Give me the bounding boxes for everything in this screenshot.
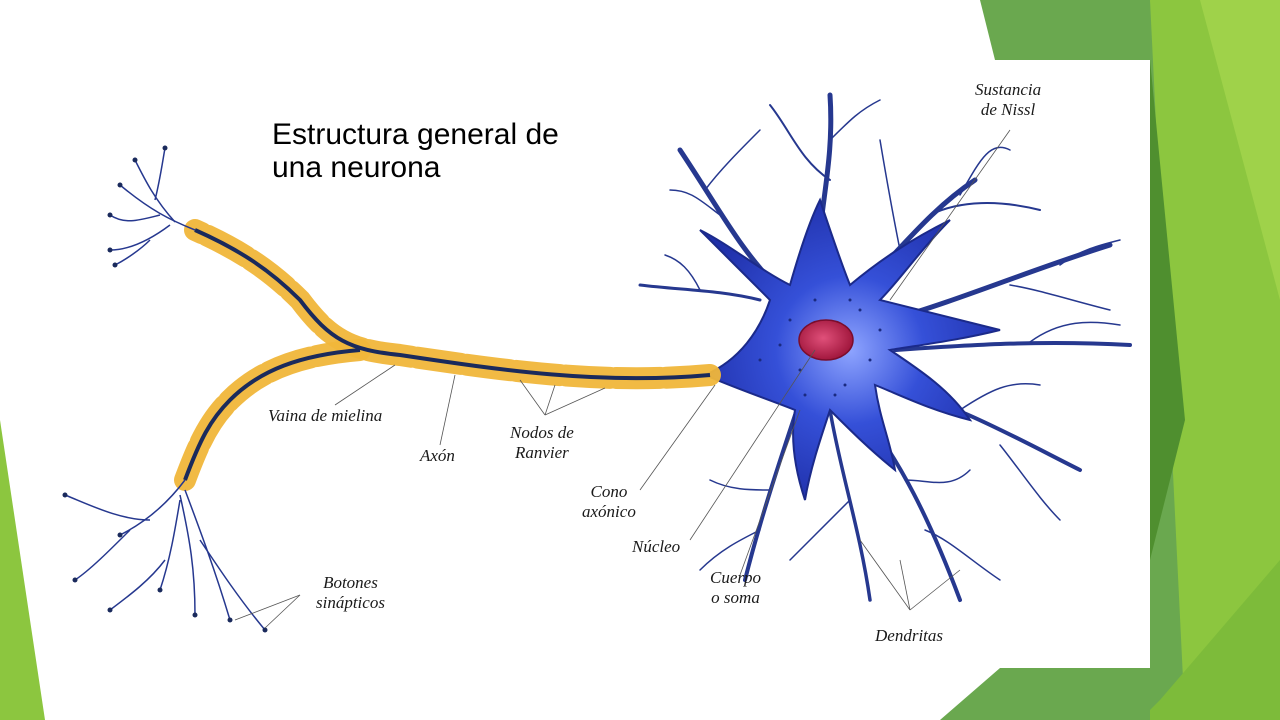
synaptic-buttons xyxy=(62,145,268,633)
label-ranvier-line2: Ranvier xyxy=(514,443,569,462)
image-panel xyxy=(40,60,1150,668)
label-nissl-line2: de Nissl xyxy=(980,100,1036,119)
title-line-1: Estructura general de xyxy=(272,118,559,151)
label-sustancia-nissl: Sustancia de Nissl xyxy=(975,80,1041,120)
label-nodos-ranvier: Nodos de Ranvier xyxy=(510,423,574,463)
label-vaina-mielina: Vaina de mielina xyxy=(268,406,383,425)
nissl-granules xyxy=(758,298,882,397)
label-botones-line1: Botones xyxy=(323,573,378,592)
label-cuerpo-soma: Cuerpo o soma xyxy=(710,568,761,608)
axon-terminals xyxy=(64,147,266,631)
label-sustancia-line1: Sustancia xyxy=(975,80,1042,99)
slide-title: Estructura general de una neurona xyxy=(272,118,632,184)
leader-lines xyxy=(234,129,1011,629)
label-cono-line1: Cono xyxy=(590,482,628,501)
label-nucleo: Núcleo xyxy=(632,537,681,556)
label-dendritas: Dendritas xyxy=(875,626,943,645)
label-axon: Axón xyxy=(420,446,455,465)
label-nodos-line1: Nodos de xyxy=(510,423,574,442)
title-line-2: una neurona xyxy=(272,151,441,184)
label-botones-sinapticos: Botones sinápticos xyxy=(316,573,385,613)
nucleus-shape xyxy=(798,319,854,361)
label-axonico-line2: axónico xyxy=(582,502,636,521)
axon xyxy=(174,219,721,491)
label-cuerpo-line1: Cuerpo xyxy=(710,568,761,587)
label-soma-line2: o soma xyxy=(711,588,760,607)
label-sinapticos-line2: sinápticos xyxy=(316,593,385,612)
label-cono-axonico: Cono axónico xyxy=(582,482,636,522)
